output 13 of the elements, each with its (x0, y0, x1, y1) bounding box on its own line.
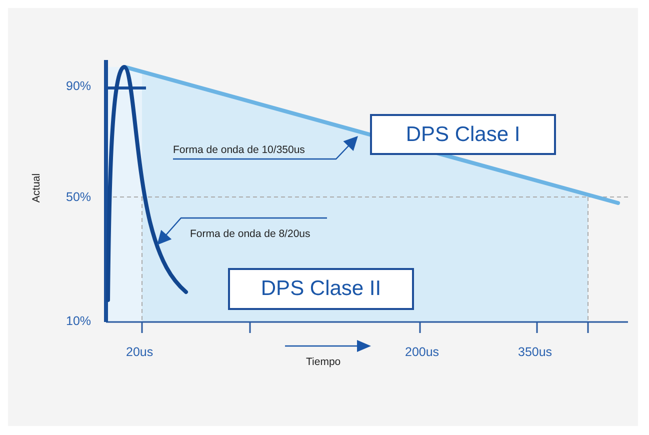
leader-text: Forma de onda de 10/350us (173, 140, 323, 159)
axis-tick-label: 350us (518, 345, 552, 359)
axis-tick-label: 200us (405, 345, 440, 359)
leader-line (157, 217, 327, 246)
class-label-box: DPS Clase II (228, 268, 414, 310)
axis-title: Actual (30, 173, 43, 203)
axis-title: Tiempo (306, 356, 341, 368)
axis-tick-label: 10% (66, 314, 92, 328)
leader-text: Forma de onda de 8/20us (190, 224, 340, 244)
axis-tick-label: 50% (66, 190, 92, 204)
axis-tick-label: 20us (126, 345, 154, 359)
axis-tick-label: 90% (66, 79, 92, 93)
leader-line (173, 136, 358, 160)
